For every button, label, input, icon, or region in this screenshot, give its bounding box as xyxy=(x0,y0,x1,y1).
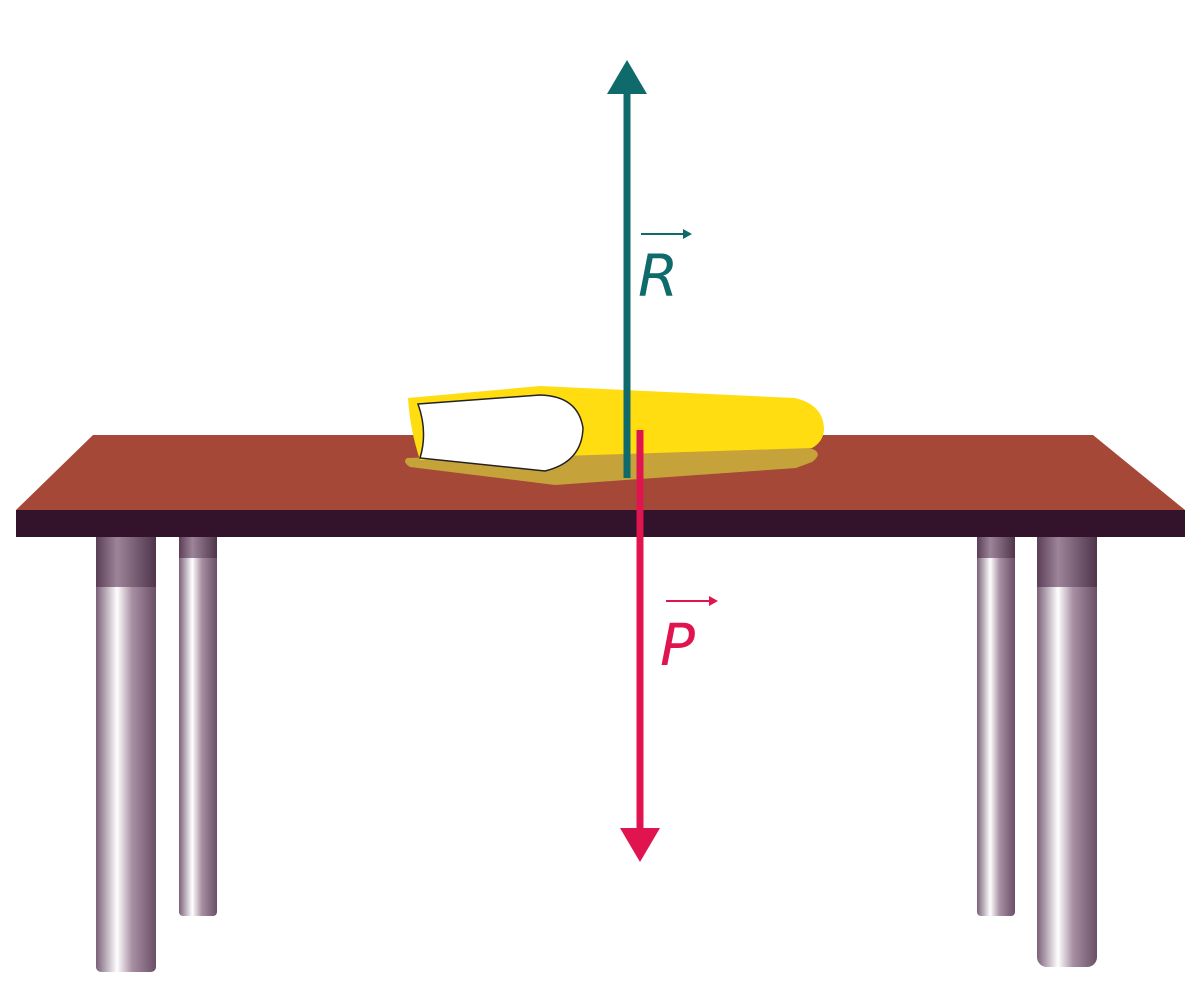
table-leg-back-right xyxy=(977,530,1015,916)
weight-force-vector xyxy=(620,430,660,862)
reaction-force-label-group: R xyxy=(638,229,692,310)
book xyxy=(405,386,824,485)
table-edge xyxy=(16,510,1185,537)
table-leg-back-left xyxy=(179,530,217,916)
reaction-force-vector xyxy=(607,60,647,478)
book-pages xyxy=(416,394,584,472)
reaction-vector-overarrow-head xyxy=(683,229,692,239)
reaction-force-label: R xyxy=(638,242,678,310)
weight-force-arrowhead xyxy=(620,828,660,862)
reaction-force-arrowhead xyxy=(607,60,647,94)
table-leg-front-left xyxy=(96,530,156,972)
table-leg-front-right xyxy=(1037,530,1097,967)
weight-force-label-group: P xyxy=(660,596,718,679)
weight-vector-overarrow-head xyxy=(709,596,718,606)
weight-force-label: P xyxy=(660,611,695,679)
